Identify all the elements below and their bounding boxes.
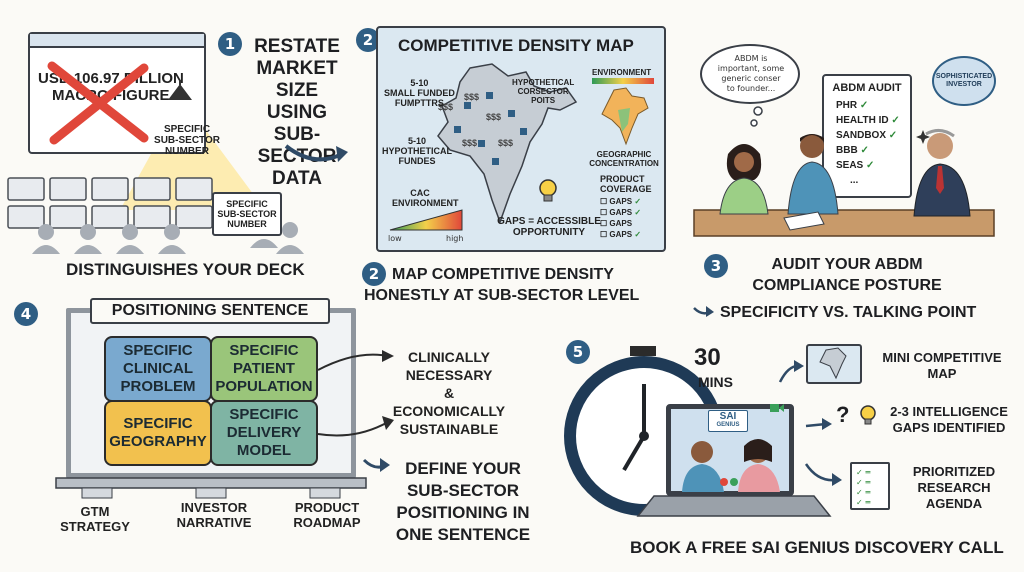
abdm-audit-board: ABDM AUDIT PHR ✓ HEALTH ID ✓ SANDBOX ✓ B… [822, 74, 912, 198]
check-icon: ✓ [634, 208, 642, 217]
sai-genius-logo: SAI GENIUS [708, 410, 748, 432]
geographic-concentration-label: GEOGRAPHIC CONCENTRATION [589, 150, 659, 168]
cac-gradient-icon [389, 209, 463, 231]
pillar-investor-narrative: INVESTOR NARRATIVE [176, 500, 252, 530]
check-icon: ✓ [634, 230, 642, 239]
dollar-mark: $$$ [464, 92, 480, 102]
dollar-mark: $$$ [438, 102, 454, 112]
step-number-5: 5 [566, 340, 590, 364]
audit-item: PHR ✓ [836, 100, 869, 111]
cac-environment-label: CAC ENVIRONMENT [392, 188, 459, 208]
check-icon: ✓ [634, 197, 642, 206]
competitive-density-map: COMPETITIVE DENSITY MAP $$$ $$$ $$$ $$$ … [376, 26, 666, 252]
gaps-checklist: ☐ GAPS ✓ ☐ GAPS ✓ ☐ GAPS ☐ GAPS ✓ [600, 196, 641, 240]
deliverable-mini-map: MINI COMPETITIVE MAP [882, 350, 1002, 381]
spot-label: SPECIFIC SUB-SECTOR NUMBER [154, 124, 220, 157]
dollar-mark: $$$ [462, 138, 478, 148]
audit-title: ABDM AUDIT [832, 82, 902, 94]
audit-item: ... [850, 175, 859, 186]
gaps-item: ☐ GAPS ✓ [600, 230, 642, 239]
audit-item: SANDBOX ✓ [836, 130, 898, 141]
lightbulb-icon [860, 405, 876, 425]
check-icon: ✓ [891, 115, 900, 126]
panel1-title: RESTATE MARKET SIZE USING SUB-SECTOR DAT… [254, 36, 340, 189]
red-x-icon [47, 61, 149, 145]
laptop-base [636, 495, 832, 517]
audit-item: SEAS ✓ [836, 160, 875, 171]
checklist-icon: ✓ ═✓ ═✓ ═✓ ═ [850, 462, 890, 510]
specific-number-card: SPECIFIC SUB-SECTOR NUMBER [212, 192, 282, 236]
gaps-item: ☐ GAPS [600, 219, 633, 228]
outcome-arrows [317, 350, 394, 437]
mini-map-icon [806, 344, 862, 384]
step-number-4: 4 [14, 302, 38, 326]
panel1-caption: DISTINGUISHES YOUR DECK [66, 260, 305, 279]
panel3-subcaption: SPECIFICITY VS. TALKING POINT [720, 304, 977, 321]
scale-high: high [446, 234, 464, 243]
environment-label: ENVIRONMENT [592, 68, 652, 77]
pillar-base [55, 477, 367, 499]
hypothetical-corsector-label: HYPOTHETICAL CORSECTOR POITS [512, 78, 575, 105]
gaps-item: ☐ GAPS ✓ [600, 208, 642, 217]
arrow-right-icon [693, 306, 714, 317]
lightbulb-icon [539, 179, 557, 202]
step-number-3: 3 [704, 254, 728, 278]
india-map-icon [437, 63, 578, 225]
camera-icon [770, 404, 784, 412]
pillar-product-roadmap: PRODUCT ROADMAP [293, 500, 361, 530]
pillar-gtm-strategy: GTM STRATEGY [60, 504, 130, 534]
check-icon: ✓ [888, 130, 898, 141]
board-title-plate: POSITIONING SENTENCE [90, 298, 330, 324]
heat-map-icon [601, 87, 649, 146]
check-icon: ✓ [860, 145, 869, 156]
lamp-icon [168, 80, 192, 100]
small-funded-label: 5-10 SMALL FUNDED FUMPTTRS [384, 78, 455, 108]
deliverable-research-agenda: PRIORITIZED RESEARCH AGENDA [912, 464, 996, 511]
scale-low: low [388, 234, 402, 243]
dollar-mark: $$$ [486, 112, 502, 122]
arrow-icon [804, 463, 842, 486]
outcome-label: CLINICALLY NECESSARY & ECONOMICALLY SUST… [392, 349, 506, 437]
arrow-right-icon [362, 458, 390, 472]
map-title: COMPETITIVE DENSITY MAP [398, 36, 634, 55]
product-coverage-label: PRODUCT COVERAGE [600, 174, 652, 194]
timer-value: 30 [694, 344, 721, 371]
audit-item: BBB ✓ [836, 145, 869, 156]
question-icon: ? [836, 402, 850, 427]
macro-figure-window: USD 106.97 BILLION MACRO FIGURE [28, 32, 206, 154]
audit-item: HEALTH ID ✓ [836, 115, 900, 126]
environment-scale [592, 78, 654, 84]
check-icon: ✓ [859, 100, 869, 111]
panel4-caption: DEFINE YOUR SUB-SECTOR POSITIONING IN ON… [395, 459, 531, 544]
panel5-caption: BOOK A FREE SAI GENIUS DISCOVERY CALL [630, 538, 1004, 557]
video-call-participants [682, 439, 780, 492]
panel2-caption: MAP COMPETITIVE DENSITY HONESTLY AT SUB-… [364, 266, 640, 304]
step-number-2-caption: 2 [362, 262, 386, 286]
sparkle-icon [916, 130, 930, 144]
sophisticated-investor-badge: SOPHISTICATED INVESTOR [932, 56, 996, 106]
arrow-icon [284, 144, 348, 162]
deliverable-intelligence-gaps: 2-3 INTELLIGENCE GAPS IDENTIFIED [890, 404, 1008, 435]
check-icon: ✓ [866, 160, 875, 171]
gaps-item: ☐ GAPS ✓ [600, 197, 642, 206]
thought-dots [750, 106, 763, 127]
arrow-icon [805, 418, 832, 430]
thought-bubble: ABDM is important, some generic conser t… [700, 44, 800, 104]
timer-unit: MINS [698, 374, 733, 390]
arrow-icon [778, 360, 804, 383]
dollar-mark: $$$ [498, 138, 514, 148]
gaps-note: GAPS = ACCESSIBLE OPPORTUNITY [497, 216, 601, 238]
hypothetical-fundes-label: 5-10 HYPOTHETICAL FUNDES [382, 136, 453, 166]
step-number-1: 1 [218, 32, 242, 56]
panel3-caption: AUDIT YOUR ABDM COMPLIANCE POSTURE [752, 256, 942, 294]
meeting-illustration [693, 129, 995, 237]
